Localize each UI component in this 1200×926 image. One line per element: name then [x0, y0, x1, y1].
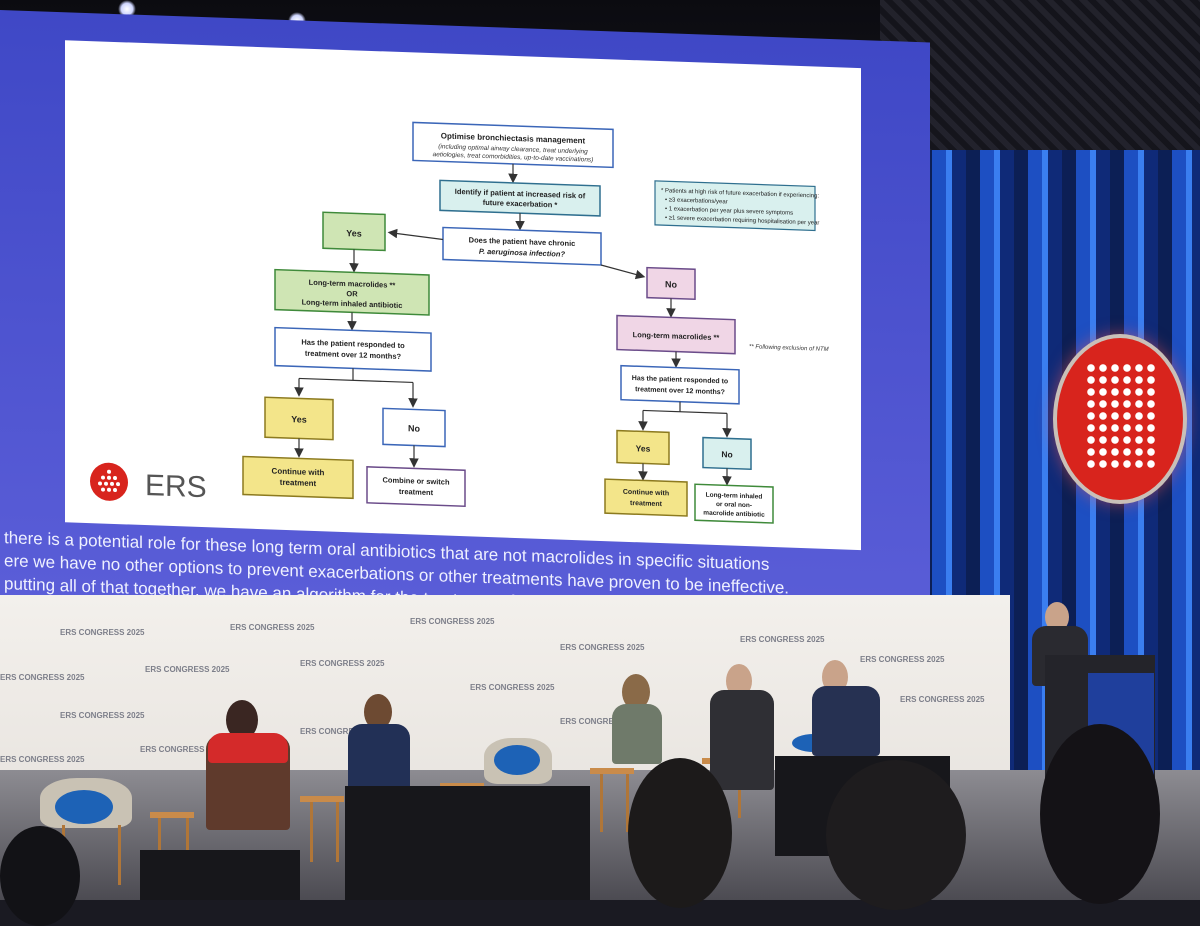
svg-text:Yes: Yes: [346, 228, 362, 239]
congress-label: ERS CONGRESS 2025: [0, 755, 85, 764]
svg-text:treatment: treatment: [280, 478, 317, 488]
audience-head: [0, 826, 80, 926]
svg-text:P. aeruginosa infection?: P. aeruginosa infection?: [479, 247, 566, 259]
audience-head: [826, 760, 966, 910]
congress-label: ERS CONGRESS 2025: [560, 717, 645, 726]
congress-label: ERS CONGRESS 2025: [140, 745, 225, 754]
svg-text:treatment: treatment: [399, 487, 434, 497]
svg-text:Has the patient responded to: Has the patient responded to: [301, 338, 405, 351]
ntm-footnote: ** Following exclusion of NTM: [749, 344, 829, 353]
right-continue-box: [604, 478, 688, 517]
side-table: [590, 768, 634, 774]
ers-logo-icon: [90, 462, 128, 501]
svg-text:future exacerbation *: future exacerbation *: [483, 198, 558, 210]
projection-screen: Optimise bronchiectasis management (incl…: [0, 10, 930, 643]
ers-cushion: [494, 745, 540, 775]
svg-text:Identify if patient at increas: Identify if patient at increased risk of: [455, 187, 586, 201]
side-table: [300, 796, 344, 802]
audience-head: [628, 758, 732, 908]
congress-label: ERS CONGRESS 2025: [740, 635, 825, 644]
svg-text:Continue with: Continue with: [623, 489, 669, 498]
left-continue-box: [242, 455, 354, 500]
ers-logo-text: ERS: [145, 469, 207, 504]
svg-text:Combine or switch: Combine or switch: [382, 475, 449, 486]
congress-label: ERS CONGRESS 2025: [410, 617, 495, 626]
congress-label: ERS CONGRESS 2025: [300, 727, 385, 736]
svg-text:• ≥3 exacerbations/year: • ≥3 exacerbations/year: [665, 197, 728, 205]
congress-label: ERS CONGRESS 2025: [60, 711, 145, 720]
flowchart: Optimise bronchiectasis management (incl…: [90, 121, 829, 524]
svg-text:macrolide antibiotic: macrolide antibiotic: [703, 510, 765, 519]
stage-table: [140, 850, 300, 900]
right-inhaled-box: [694, 483, 774, 524]
svg-text:• 1 exacerbation per year plus: • 1 exacerbation per year plus severe sy…: [665, 206, 793, 216]
congress-label: ERS CONGRESS 2025: [860, 655, 945, 664]
stage-table: [345, 786, 590, 900]
svg-text:Continue with: Continue with: [272, 466, 325, 477]
ers-seal-logo: [1053, 334, 1187, 504]
congress-label: ERS CONGRESS 2025: [230, 623, 315, 632]
svg-text:Yes: Yes: [636, 443, 651, 454]
svg-text:treatment over 12 months?: treatment over 12 months?: [305, 349, 402, 361]
congress-label: ERS CONGRESS 2025: [560, 643, 645, 652]
svg-text:Long-term macrolides **: Long-term macrolides **: [309, 278, 396, 290]
left-question-box: [274, 326, 432, 372]
svg-text:treatment: treatment: [630, 500, 663, 508]
svg-text:No: No: [665, 279, 677, 289]
svg-text:• ≥1 severe exacerbation requi: • ≥1 severe exacerbation requiring hospi…: [665, 215, 819, 226]
svg-text:treatment over 12 months?: treatment over 12 months?: [635, 386, 725, 396]
congress-label: ERS CONGRESS 2025: [60, 628, 145, 637]
svg-text:* Patients at high risk of fut: * Patients at high risk of future exacer…: [661, 188, 819, 200]
congress-label: ERS CONGRESS 2025: [900, 695, 985, 704]
svg-text:Yes: Yes: [291, 414, 307, 425]
svg-text:No: No: [408, 423, 420, 433]
audience-head: [1040, 724, 1160, 904]
risk-footnote-box: [654, 180, 816, 232]
svg-text:Long-term macrolides **: Long-term macrolides **: [633, 330, 720, 342]
congress-label: ERS CONGRESS 2025: [300, 659, 385, 668]
side-table: [150, 812, 194, 818]
congress-label: ERS CONGRESS 2025: [470, 683, 555, 692]
svg-text:Long-term inhaled: Long-term inhaled: [706, 492, 763, 501]
pseudomonas-question-box: [442, 226, 602, 266]
congress-label: ERS CONGRESS 2025: [145, 665, 230, 674]
congress-label: ERS CONGRESS 2025: [0, 673, 85, 682]
left-combine-box: [366, 466, 466, 508]
svg-text:No: No: [721, 449, 732, 459]
svg-text:Long-term inhaled antibiotic: Long-term inhaled antibiotic: [302, 298, 403, 311]
svg-text:Has the patient responded to: Has the patient responded to: [632, 375, 728, 385]
ers-cushion: [55, 790, 113, 824]
svg-text:or oral non-: or oral non-: [716, 501, 752, 509]
svg-text:Does the patient have chronic: Does the patient have chronic: [469, 235, 576, 248]
slide: Optimise bronchiectasis management (incl…: [65, 40, 861, 551]
svg-text:OR: OR: [346, 289, 358, 298]
